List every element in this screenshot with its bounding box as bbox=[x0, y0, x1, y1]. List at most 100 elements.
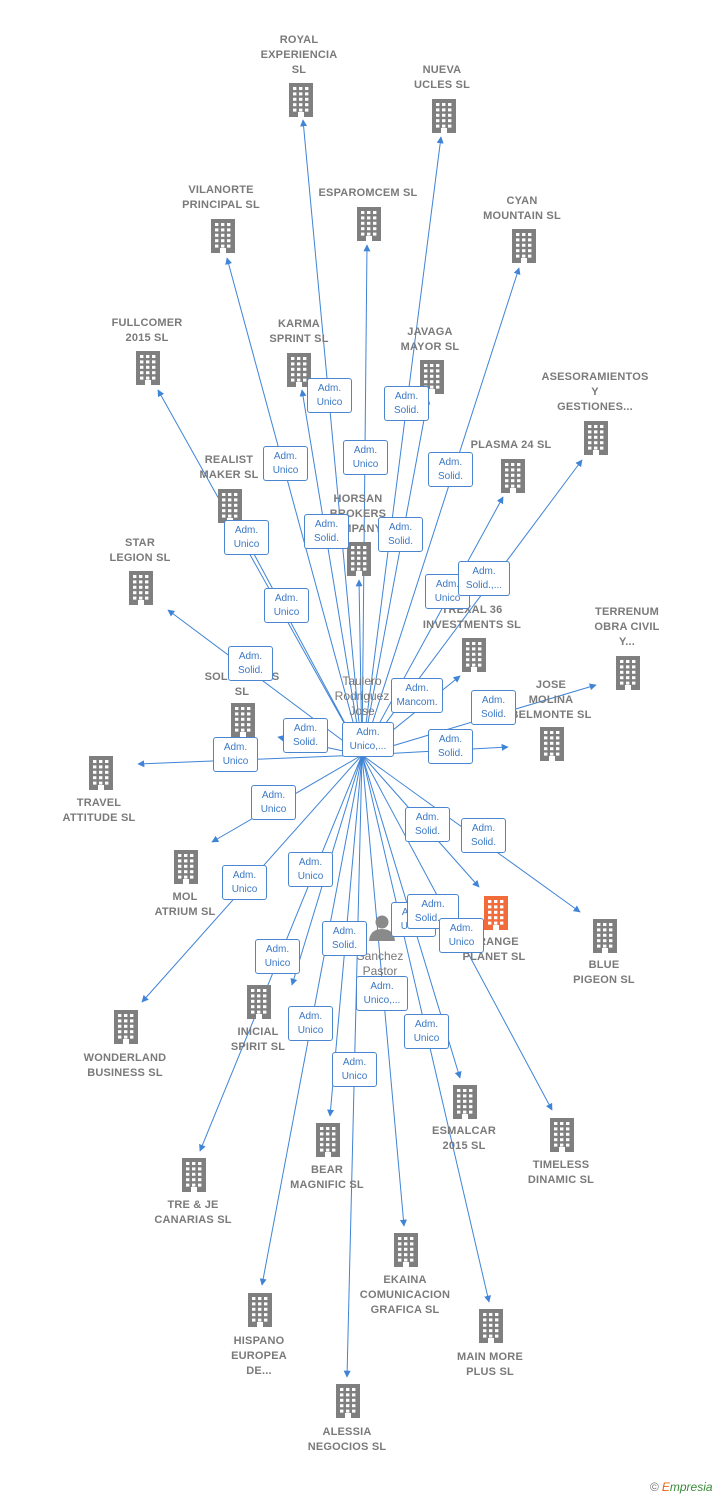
company-building-icon bbox=[453, 1085, 477, 1119]
company-building-icon bbox=[420, 360, 444, 394]
role-badge: Adm. Unico bbox=[263, 446, 308, 481]
company-label[interactable]: HISPANO EUROPEA DE... bbox=[231, 1335, 287, 1377]
company-label[interactable]: TREXAL 36 INVESTMENTS SL bbox=[422, 604, 522, 631]
person-icon bbox=[369, 915, 395, 941]
role-badge: Adm. Unico bbox=[343, 440, 388, 475]
company-building-icon bbox=[174, 850, 198, 884]
company-label[interactable]: EKAINA COMUNICACION GRAFICA SL bbox=[359, 1274, 451, 1316]
company-label[interactable]: ESPAROMCEM SL bbox=[318, 187, 418, 199]
company-building-icon bbox=[512, 229, 536, 263]
company-building-icon bbox=[584, 421, 608, 455]
company-building-icon bbox=[593, 919, 617, 953]
company-label[interactable]: ROYAL EXPERIENCIA SL bbox=[260, 34, 338, 76]
company-building-icon bbox=[484, 896, 508, 930]
company-building-icon bbox=[394, 1233, 418, 1267]
company-label[interactable]: KARMA SPRINT SL bbox=[269, 318, 329, 345]
company-building-icon bbox=[182, 1158, 206, 1192]
role-badge: Adm. Solid. bbox=[322, 921, 367, 956]
company-building-icon bbox=[289, 83, 313, 117]
company-label[interactable]: BLUE PIGEON SL bbox=[573, 959, 635, 986]
center-person-label[interactable]: Taulero Rodriguez Jose bbox=[334, 674, 390, 718]
edge-line bbox=[167, 609, 363, 756]
company-building-icon bbox=[89, 756, 113, 790]
edge-line bbox=[225, 257, 363, 756]
brand-initial: E bbox=[661, 1480, 670, 1494]
role-badge: Adm. Unico bbox=[255, 939, 300, 974]
role-badge: Adm. Solid. bbox=[428, 729, 473, 764]
edge-line bbox=[299, 389, 363, 756]
role-badge: Adm. Unico bbox=[213, 737, 258, 772]
company-building-icon bbox=[462, 638, 486, 672]
role-badge: Adm. Unico,... bbox=[356, 976, 408, 1011]
company-building-icon bbox=[231, 703, 255, 737]
company-label[interactable]: BEAR MAGNIFIC SL bbox=[290, 1164, 364, 1191]
company-label[interactable]: TRE & JE CANARIAS SL bbox=[154, 1199, 232, 1226]
company-label[interactable]: VILANORTE PRINCIPAL SL bbox=[182, 184, 260, 211]
company-label[interactable]: TRAVEL ATTITUDE SL bbox=[62, 797, 136, 824]
company-building-icon bbox=[432, 99, 456, 133]
edge-line bbox=[361, 244, 371, 756]
company-label[interactable]: REALIST MAKER SL bbox=[199, 454, 259, 481]
role-badge: Adm. Unico,... bbox=[342, 722, 394, 757]
company-label[interactable]: MOL ATRIUM SL bbox=[154, 891, 216, 918]
company-building-icon bbox=[357, 207, 381, 241]
role-badge: Adm. Solid. bbox=[405, 807, 450, 842]
company-building-icon bbox=[540, 727, 564, 761]
company-building-icon bbox=[211, 219, 235, 253]
role-badge: Adm. Unico bbox=[288, 852, 333, 887]
company-building-icon bbox=[316, 1123, 340, 1157]
copyright-symbol: © bbox=[650, 1480, 659, 1494]
company-building-icon bbox=[336, 1384, 360, 1418]
company-building-icon bbox=[616, 656, 640, 690]
role-badge: Adm. Unico bbox=[439, 918, 484, 953]
role-badge: Adm. Unico bbox=[224, 520, 269, 555]
company-label[interactable]: INICIAL SPIRIT SL bbox=[230, 1026, 286, 1053]
edge-line bbox=[157, 389, 363, 756]
company-label[interactable]: TERRENUM OBRA CIVIL Y... bbox=[594, 606, 660, 648]
company-label[interactable]: MAIN MORE PLUS SL bbox=[457, 1351, 523, 1378]
edge-line bbox=[361, 496, 504, 756]
company-building-icon bbox=[550, 1118, 574, 1152]
node-layer bbox=[89, 83, 640, 1418]
role-badge: Adm. Solid. bbox=[428, 452, 473, 487]
edge-line bbox=[361, 397, 431, 756]
company-label[interactable]: ESMALCAR 2015 SL bbox=[432, 1125, 496, 1152]
role-badge: Adm. Solid. bbox=[378, 517, 423, 552]
company-label[interactable]: ASESORAMIENTOS Y GESTIONES... bbox=[541, 371, 649, 413]
edge-line bbox=[361, 267, 521, 756]
company-building-icon bbox=[479, 1309, 503, 1343]
role-badge: Adm. Unico bbox=[307, 378, 352, 413]
company-label[interactable]: NUEVA UCLES SL bbox=[414, 64, 470, 91]
edge-line bbox=[361, 136, 444, 756]
company-label[interactable]: FULLCOMER 2015 SL bbox=[111, 317, 183, 344]
company-building-icon bbox=[247, 985, 271, 1019]
company-building-icon bbox=[347, 542, 371, 576]
company-label[interactable]: WONDERLAND BUSINESS SL bbox=[83, 1052, 167, 1079]
company-building-icon bbox=[218, 489, 242, 523]
company-label[interactable]: JAVAGA MAYOR SL bbox=[400, 326, 460, 353]
role-badge: Adm. Unico bbox=[288, 1006, 333, 1041]
company-label[interactable]: STAR LEGION SL bbox=[109, 537, 171, 564]
role-badge: Adm. Solid. bbox=[283, 718, 328, 753]
role-badge: Adm. Solid. bbox=[228, 646, 273, 681]
company-building-icon bbox=[248, 1293, 272, 1327]
company-building-icon bbox=[501, 459, 525, 493]
company-label[interactable]: TIMELESS DINAMIC SL bbox=[527, 1159, 595, 1186]
role-badge: Adm. Solid. bbox=[461, 818, 506, 853]
role-badge: Adm. Solid. bbox=[384, 386, 429, 421]
role-badge: Adm. Solid. bbox=[471, 690, 516, 725]
company-building-icon bbox=[136, 351, 160, 385]
role-badge: Adm. Mancom. bbox=[391, 678, 443, 713]
company-label[interactable]: JOSE MOLINA BELMONTE SL bbox=[510, 679, 592, 721]
role-badge: Adm. Unico bbox=[404, 1014, 449, 1049]
role-badge: Adm. Unico bbox=[222, 865, 267, 900]
company-label[interactable]: CYAN MOUNTAIN SL bbox=[483, 195, 561, 222]
role-badge: Adm. Unico bbox=[264, 588, 309, 623]
company-label[interactable]: ALESSIA NEGOCIOS SL bbox=[307, 1426, 387, 1453]
role-badge: Adm. Solid.,... bbox=[458, 561, 510, 596]
credit-watermark: ©Empresia bbox=[650, 1480, 713, 1494]
company-label[interactable]: PLASMA 24 SL bbox=[470, 439, 552, 451]
company-building-icon bbox=[129, 571, 153, 605]
role-badge: Adm. Solid. bbox=[304, 514, 349, 549]
